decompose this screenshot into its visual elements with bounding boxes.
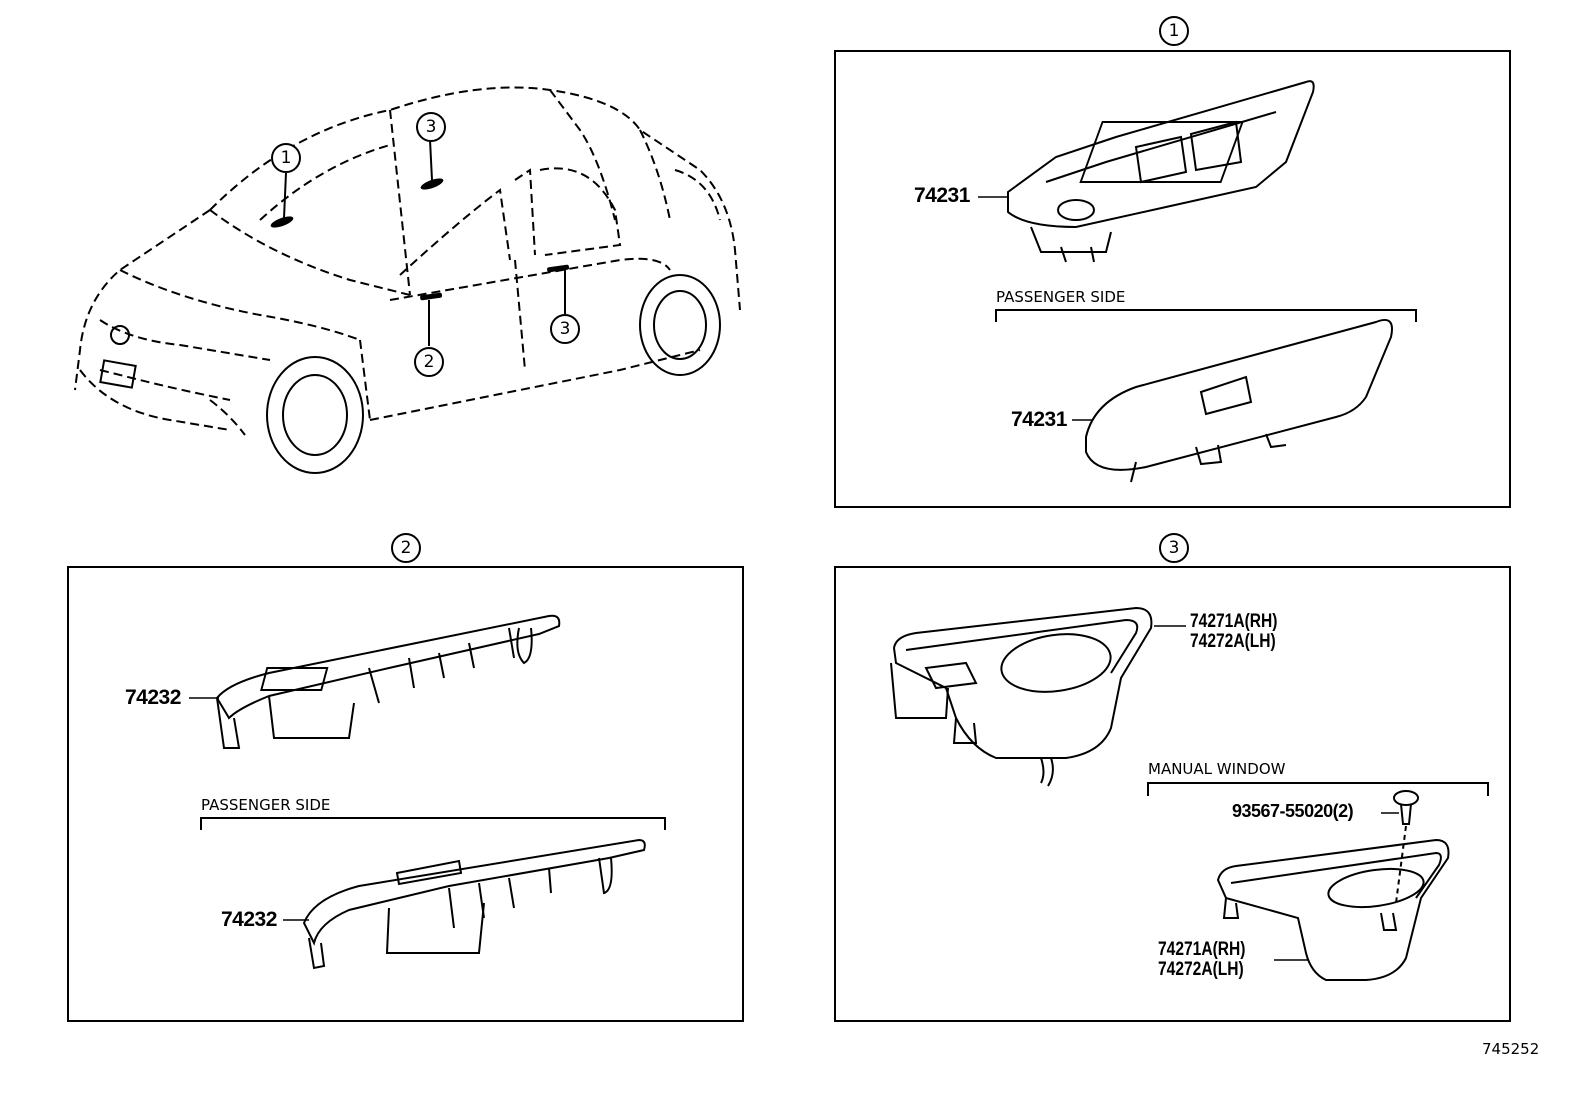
car-callout-1: 1 [271, 143, 301, 173]
panel1-callout: 1 [1159, 16, 1189, 46]
panel2-part-74232-top: 74232 [125, 686, 181, 709]
panel3-part-74271a-rh-bottom: 74271A(RH) [1158, 939, 1246, 960]
panel2-part-74232-bottom: 74232 [221, 908, 277, 931]
panel1-passenger-side-label: PASSENGER SIDE [996, 288, 1126, 306]
panel3-parts [890, 606, 1489, 981]
panel3-manual-window-label: MANUAL WINDOW [1148, 760, 1286, 778]
panel1-parts [978, 80, 1417, 483]
panel2-passenger-side-label: PASSENGER SIDE [201, 796, 331, 814]
panel2-callout: 2 [391, 533, 421, 563]
panel3-screw-part-93567-55020: 93567-55020(2) [1232, 801, 1354, 821]
panel3-part-74272a-lh-top: 74272A(LH) [1190, 631, 1276, 652]
car-callout-2: 2 [414, 347, 444, 377]
car-overview: 1 3 2 3 [60, 70, 760, 490]
car-callout-3-top: 3 [416, 112, 446, 142]
car-illustration [74, 86, 741, 474]
panel-1: 74231 PASSENGER SIDE 74231 [834, 50, 1511, 508]
panel3-part-74271a-rh-top: 74271A(RH) [1190, 611, 1278, 632]
car-callout-3: 3 [550, 314, 580, 344]
panel-2: 74232 PASSENGER SIDE 74232 [67, 566, 744, 1022]
panel1-part-74231-bottom: 74231 [1011, 408, 1067, 431]
panel-3: 74271A(RH) 74272A(LH) MANUAL WINDOW 9356… [834, 566, 1511, 1022]
panel3-callout: 3 [1159, 533, 1189, 563]
panel3-part-74272a-lh-bottom: 74272A(LH) [1158, 959, 1244, 980]
panel2-parts [189, 614, 666, 970]
panel1-part-74231-top: 74231 [914, 184, 970, 207]
figure-reference-number: 745252 [1482, 1040, 1540, 1058]
